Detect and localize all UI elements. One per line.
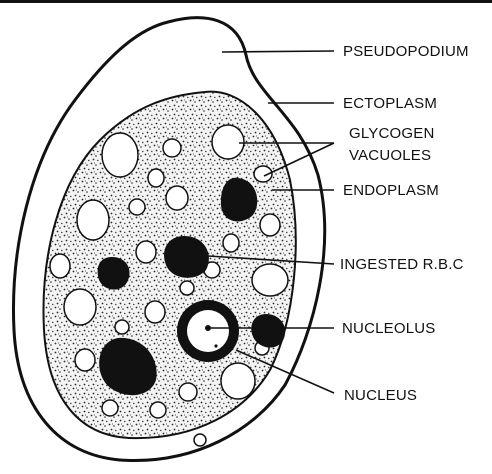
label-nucleus: NUCLEUS	[344, 387, 417, 404]
label-vacuoles: VACUOLES	[349, 147, 431, 164]
top-border	[0, 0, 492, 3]
label-ectoplasm: ECTOPLASM	[343, 95, 437, 112]
label-glycogen: GLYCOGEN	[349, 125, 435, 142]
label-nucleolus: NUCLEOLUS	[342, 320, 436, 337]
label-pseudopodium: PSEUDOPODIUM	[343, 43, 469, 60]
label-endoplasm: ENDOPLASM	[343, 182, 439, 199]
label-ingested-rbc: INGESTED R.B.C	[340, 256, 464, 273]
nucleus	[177, 300, 239, 362]
